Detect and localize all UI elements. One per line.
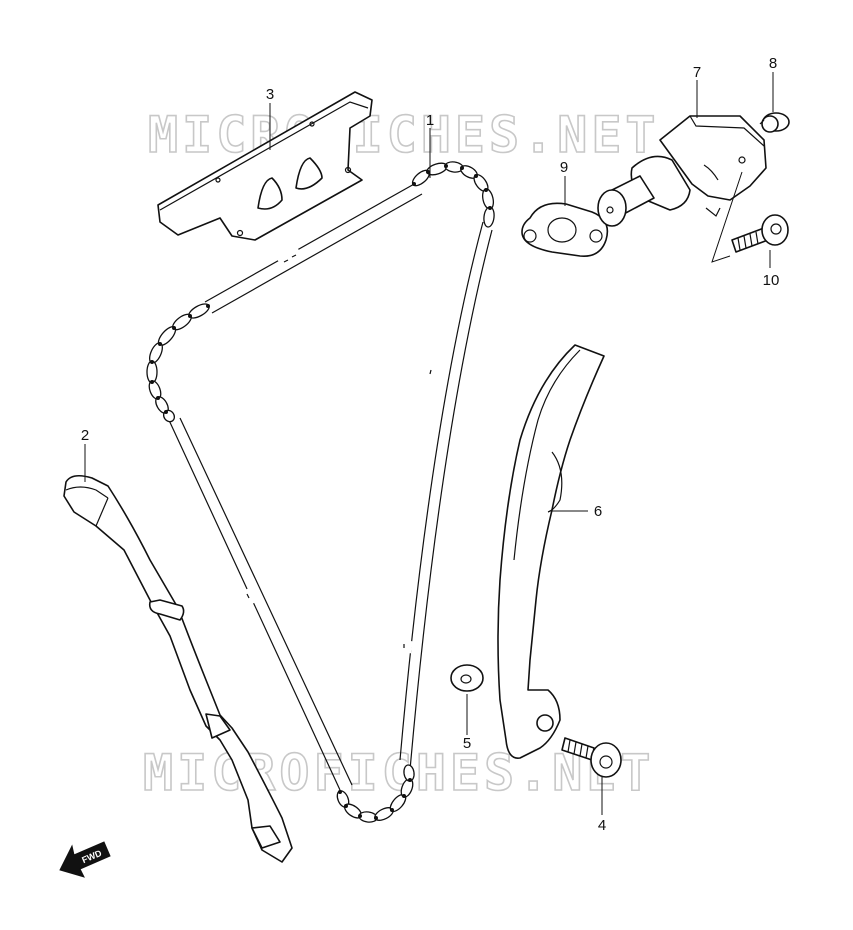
part-8-plug[interactable] [759,112,790,133]
chain-pin [402,794,406,798]
chain-pin [412,182,416,186]
callout-4: 4 [598,817,606,834]
chain-pin [344,804,348,808]
chain-pin [460,166,464,170]
callout-2: 2 [81,427,89,444]
chain-pin [474,174,478,178]
part-4-bolt[interactable] [561,737,622,778]
part-5-washer[interactable] [450,664,484,692]
callout-3: 3 [266,86,274,103]
part-6-chain-tensioner-guide[interactable] [497,344,605,759]
chain-pin [374,816,378,820]
watermark-top: MICROFICHES.NET [148,106,660,164]
callout-6: 6 [594,503,602,520]
callout-8: 8 [769,55,777,72]
part-1-cam-chain[interactable] [146,161,495,823]
chain-pin [408,778,412,782]
chain-pin [150,380,154,384]
chain-link [146,360,158,384]
chain-pin [172,326,176,330]
callout-1: 1 [426,112,434,129]
leader-lines [84,72,774,815]
chain-pin [484,188,488,192]
chain-pin [390,808,394,812]
chain-pin [150,360,154,364]
part-10-bolt[interactable] [731,214,789,253]
chain-pin [358,814,362,818]
callout-5: 5 [463,735,471,752]
chain-pin [338,790,342,794]
chain-pin [158,342,162,346]
fwd-arrow-icon: FWD [59,841,111,878]
part-3-upper-guide[interactable] [157,91,373,241]
chain-pin [206,304,210,308]
chain-pin [488,206,492,210]
part-9-gasket[interactable] [521,202,609,257]
callout-9: 9 [560,159,568,176]
part-2-chain-guide-left[interactable] [63,474,293,863]
chain-pin [156,396,160,400]
callout-10: 10 [763,272,780,289]
chain-pin [444,164,448,168]
chain-link [481,188,495,210]
chain-pin [426,170,430,174]
chain-pin [164,410,168,414]
callout-7: 7 [693,64,701,81]
chain-pin [188,314,192,318]
